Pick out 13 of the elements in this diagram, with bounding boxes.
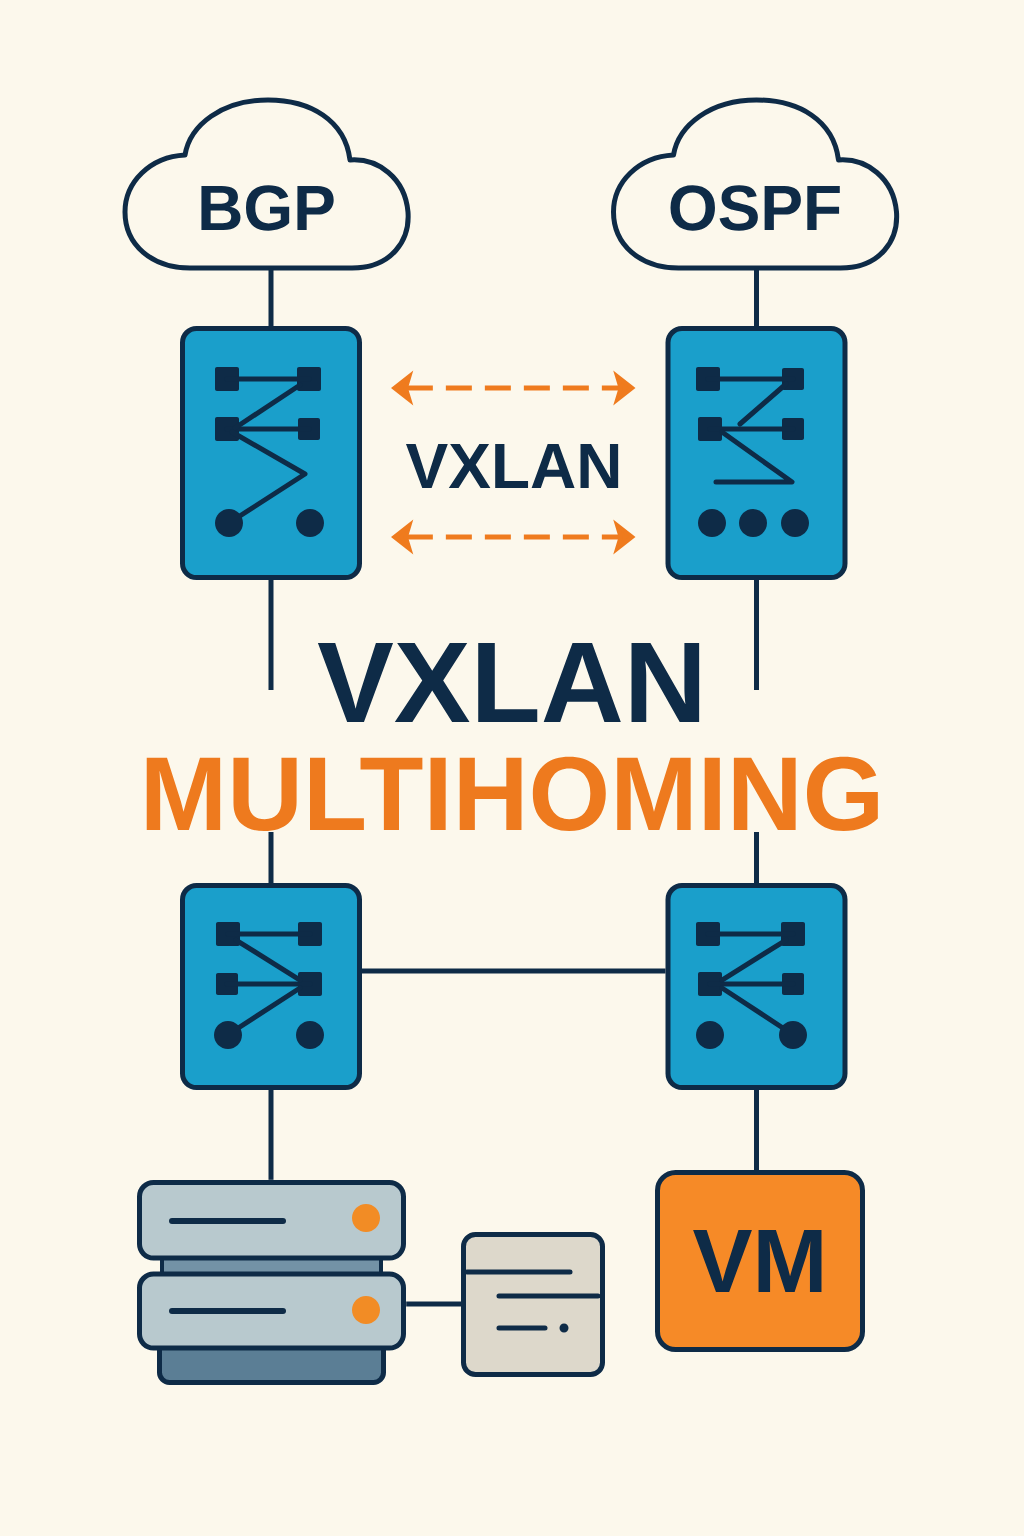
connector-line [362,968,666,974]
device-box [461,1232,605,1377]
connector-line [406,1301,461,1307]
connector-line [754,268,759,326]
title: VXLAN MULTIHOMING [136,642,888,832]
connection-label: VXLAN [406,443,619,488]
cloud: BGP [122,97,411,271]
connector-line [268,1090,274,1180]
vm-box: VM [655,1170,865,1352]
server-stack [137,1180,406,1385]
connector-line [754,1090,759,1170]
cloud: OSPF [611,97,900,271]
connector-line [268,268,274,326]
